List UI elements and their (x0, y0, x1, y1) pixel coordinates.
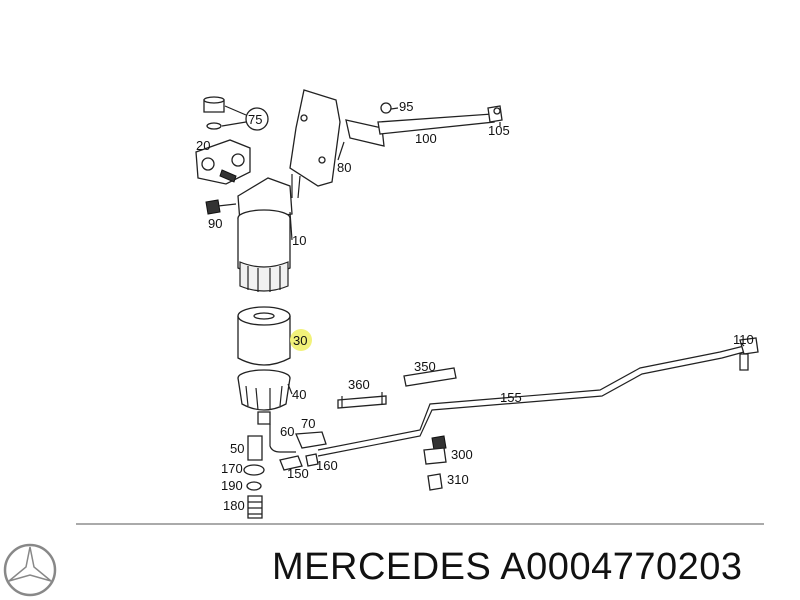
callout-360: 360 (348, 377, 370, 392)
part-20-bracket (195, 139, 251, 185)
callout-40: 40 (292, 387, 306, 402)
callout-170: 170 (221, 461, 243, 476)
part-350-clip (337, 367, 457, 409)
callout-350: 350 (414, 359, 436, 374)
callout-10: 10 (292, 233, 306, 248)
callout-150: 150 (287, 466, 309, 481)
callout-310: 310 (447, 472, 469, 487)
part-75-cap (203, 96, 269, 131)
part-number-title: MERCEDES A0004770203 (272, 546, 743, 588)
part-10-filter-housing (237, 177, 293, 292)
callout-180: 180 (223, 498, 245, 513)
callout-60: 60 (280, 424, 294, 439)
part-80-plate (289, 89, 341, 199)
part-150-hose (279, 453, 319, 471)
callout-90: 90 (208, 216, 222, 231)
leader-lines (287, 107, 745, 395)
callout-155: 155 (500, 390, 522, 405)
part-30-filter-element (237, 306, 312, 366)
callout-95: 95 (399, 99, 413, 114)
part-40-bowl (237, 369, 291, 425)
callout-100: 100 (415, 131, 437, 146)
callout-105: 105 (488, 123, 510, 138)
part-90-bolt (205, 199, 237, 215)
highlight-marker (290, 329, 312, 351)
callout-30: 30 (293, 333, 307, 348)
part-155-fuel-line (317, 337, 759, 457)
callout-110: 110 (733, 332, 754, 347)
part-60-elbow (269, 424, 327, 453)
mercedes-star-icon (3, 543, 57, 597)
part-300-valve (423, 435, 447, 491)
part-number-labels: 10 20 30 40 50 60 70 75 80 90 95 100 105… (196, 99, 754, 513)
part-100-strut (345, 102, 503, 147)
part-50-drain-stack (243, 435, 265, 519)
callout-70: 70 (301, 416, 315, 431)
callout-20: 20 (196, 138, 210, 153)
callout-190: 190 (221, 478, 243, 493)
callout-160: 160 (316, 458, 338, 473)
callout-75: 75 (248, 112, 262, 127)
callout-300: 300 (451, 447, 473, 462)
callout-50: 50 (230, 441, 244, 456)
callout-80: 80 (337, 160, 351, 175)
